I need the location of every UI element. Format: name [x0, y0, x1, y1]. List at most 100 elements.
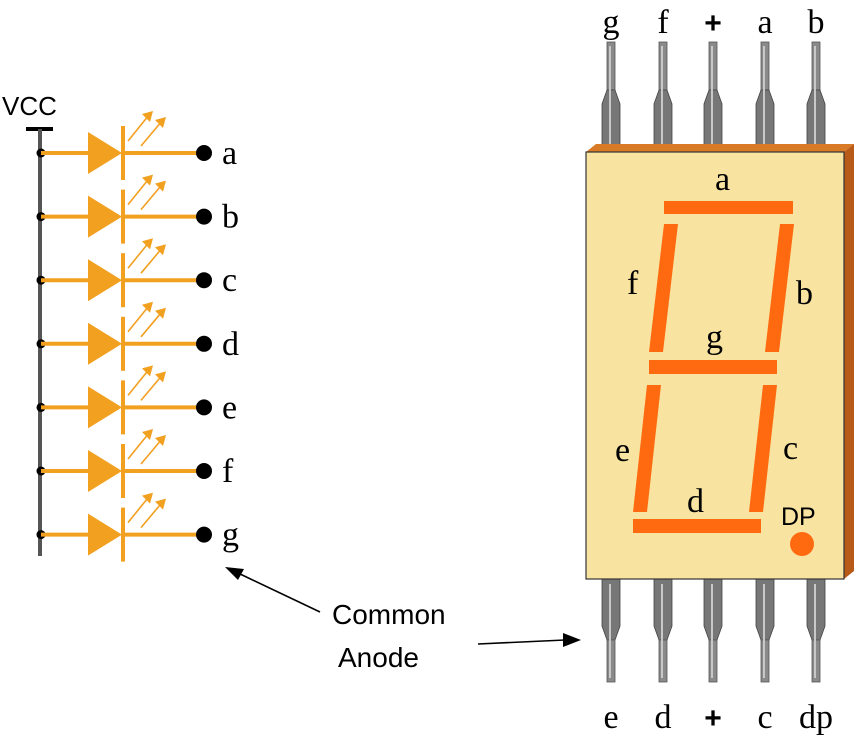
segment-b: [765, 224, 794, 352]
light-ray: [140, 438, 163, 465]
led-triangle: [88, 450, 122, 492]
display-body-top-edge: [586, 144, 854, 152]
led-row-e: e: [36, 365, 237, 435]
pin-highlight: [814, 584, 816, 678]
led-triangle: [88, 386, 122, 429]
led-triangle: [88, 132, 122, 174]
segment-f: [649, 224, 678, 352]
led-triangle: [88, 322, 122, 365]
led-row-f: f: [36, 429, 234, 498]
terminal-label-a: a: [222, 135, 237, 172]
terminal-label-b: b: [222, 199, 239, 236]
light-ray: [127, 368, 150, 396]
light-ray: [127, 114, 150, 142]
callout-line-1: Common: [332, 599, 446, 630]
terminal-label-c: c: [222, 262, 237, 299]
pin-highlight: [661, 584, 663, 678]
dp-label: DP: [781, 503, 816, 531]
light-ray-arrowhead: [155, 244, 166, 256]
pin-highlight: [609, 584, 611, 678]
segment-e: [633, 385, 661, 512]
terminal-label-e: e: [222, 389, 237, 426]
terminal-dot: [196, 463, 212, 479]
pin-label: +: [704, 702, 722, 735]
led-triangle: [88, 195, 122, 238]
pin-highlight: [661, 46, 663, 146]
pin-highlight: [814, 46, 816, 146]
pin-bottom-2: d: [653, 578, 673, 735]
segment-c: [749, 385, 777, 512]
terminal-dot: [196, 526, 212, 543]
common-anode-callout: Common Anode: [225, 567, 581, 673]
light-ray: [127, 305, 150, 333]
light-ray-arrowhead: [142, 111, 153, 122]
light-ray: [140, 184, 163, 211]
segment-label-e: e: [615, 432, 630, 469]
segment-dp: [790, 532, 814, 556]
terminal-dot: [196, 145, 212, 161]
pin-label: a: [757, 4, 772, 41]
pin-top-5: b: [806, 4, 826, 153]
segment-d: [633, 519, 761, 533]
callout-arrowhead-right: [563, 633, 581, 647]
pin-label: dp: [799, 699, 833, 735]
led-row-g: g: [36, 492, 239, 562]
light-ray-arrowhead: [155, 180, 166, 192]
pin-label: b: [808, 4, 825, 41]
light-ray: [140, 120, 163, 147]
light-ray-arrowhead: [142, 429, 153, 440]
terminal-dot: [196, 335, 212, 352]
vcc-label: VCC: [2, 91, 57, 121]
segment-label-d: d: [687, 483, 704, 520]
light-ray-arrowhead: [155, 435, 166, 446]
pin-bottom-1: e: [601, 578, 621, 735]
pin-label: g: [603, 4, 620, 41]
led-row-d: d: [36, 301, 239, 371]
segment-a: [664, 201, 793, 214]
pin-label: f: [657, 4, 669, 41]
pin-bottom-5: dp: [799, 578, 833, 735]
light-ray: [127, 496, 150, 524]
pin-top-2: f: [653, 4, 673, 153]
segment-label-c: c: [783, 430, 798, 467]
pin-label: +: [704, 7, 722, 40]
light-ray-arrowhead: [142, 492, 153, 504]
display-body-side-edge: [844, 144, 854, 579]
light-ray-arrowhead: [155, 371, 166, 383]
pin-highlight: [711, 46, 713, 146]
light-ray: [140, 247, 163, 274]
light-ray-arrowhead: [155, 498, 166, 510]
light-ray: [140, 374, 163, 401]
callout-arrowhead-left: [225, 567, 244, 580]
terminal-label-d: d: [222, 326, 239, 363]
segment-label-g: g: [706, 319, 723, 356]
led-triangle: [88, 259, 122, 302]
callout-line-2: Anode: [338, 642, 419, 673]
led-row-c: c: [36, 238, 237, 308]
segment-label-b: b: [796, 275, 813, 312]
pin-top-4: a: [755, 4, 775, 153]
light-ray-arrowhead: [142, 365, 153, 377]
pin-top-1: g: [601, 4, 621, 153]
light-ray-arrowhead: [155, 307, 166, 319]
pin-bottom-4: c: [755, 578, 775, 735]
light-ray-arrowhead: [142, 238, 153, 250]
led-triangle: [88, 513, 122, 556]
pin-bottom-3: +: [703, 578, 723, 735]
light-ray-arrowhead: [142, 301, 153, 313]
light-ray: [140, 502, 163, 529]
light-ray: [127, 432, 150, 460]
terminal-label-g: g: [222, 517, 239, 554]
pin-label: d: [655, 699, 672, 735]
callout-arrow-right: [477, 639, 566, 645]
led-row-a: a: [36, 111, 237, 180]
terminal-dot: [196, 399, 212, 416]
light-ray-arrowhead: [155, 117, 166, 128]
pin-highlight: [763, 584, 765, 678]
pin-highlight: [711, 584, 713, 678]
terminal-dot: [196, 272, 212, 289]
